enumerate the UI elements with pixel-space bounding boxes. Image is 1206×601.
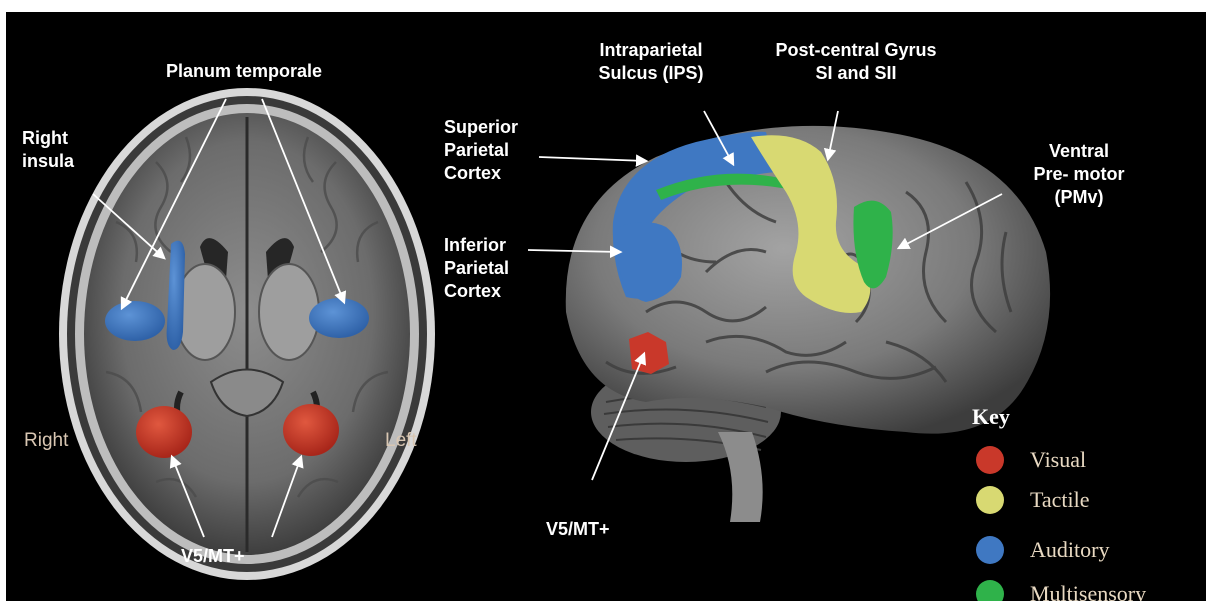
axial-mri-slice: [59, 88, 435, 580]
multisensory-swatch: [976, 580, 1004, 601]
key-item-auditory: Auditory: [976, 536, 1109, 564]
inferior-parietal-line-3: Cortex: [444, 280, 509, 303]
auditory-key-label: Auditory: [1030, 537, 1109, 563]
superior-parietal-line-2: Parietal: [444, 139, 518, 162]
key-item-tactile: Tactile: [976, 486, 1090, 514]
figure-panel: Planum temporale Right insula Right Left…: [6, 12, 1206, 601]
right-insula-line-1: Right: [22, 127, 74, 150]
superior-parietal-line-1: Superior: [444, 116, 518, 139]
key-title: Key: [972, 404, 1010, 430]
inferior-parietal-label: Inferior Parietal Cortex: [444, 234, 509, 303]
visual-swatch: [976, 446, 1004, 474]
key-item-multisensory: Multisensory: [976, 580, 1146, 601]
auditory-region-left: [309, 298, 369, 338]
ventral-premotor-label: Ventral Pre- motor (PMv): [1024, 140, 1134, 209]
v5-region-right: [136, 406, 192, 458]
right-insula-line-2: insula: [22, 150, 74, 173]
ventral-premotor-line-2: Pre- motor: [1024, 163, 1134, 186]
superior-parietal-label: Superior Parietal Cortex: [444, 116, 518, 185]
right-side-label: Right: [24, 430, 68, 452]
multisensory-key-label: Multisensory: [1030, 581, 1146, 601]
ips-line-2: Sulcus (IPS): [576, 62, 726, 85]
auditory-swatch: [976, 536, 1004, 564]
postcentral-line-1: Post-central Gyrus: [756, 39, 956, 62]
auditory-region-right: [105, 301, 165, 341]
ventral-premotor-line-1: Ventral: [1024, 140, 1134, 163]
superior-parietal-line-3: Cortex: [444, 162, 518, 185]
postcentral-line-2: SI and SII: [756, 62, 956, 85]
planum-temporale-label: Planum temporale: [124, 60, 364, 83]
postcentral-label: Post-central Gyrus SI and SII: [756, 39, 956, 85]
ventral-premotor-line-3: (PMv): [1024, 186, 1134, 209]
tactile-swatch: [976, 486, 1004, 514]
ips-line-1: Intraparietal: [576, 39, 726, 62]
left-side-label: Left: [385, 430, 417, 452]
v5-region-left: [283, 404, 339, 456]
inferior-parietal-line-2: Parietal: [444, 257, 509, 280]
v5-mt-lateral-label: V5/MT+: [546, 518, 610, 541]
tactile-key-label: Tactile: [1030, 487, 1090, 513]
visual-key-label: Visual: [1030, 447, 1086, 473]
ips-label: Intraparietal Sulcus (IPS): [576, 39, 726, 85]
inferior-parietal-line-1: Inferior: [444, 234, 509, 257]
right-insula-label: Right insula: [22, 127, 74, 173]
key-item-visual: Visual: [976, 446, 1086, 474]
v5-mt-axial-label: V5/MT+: [181, 545, 245, 568]
